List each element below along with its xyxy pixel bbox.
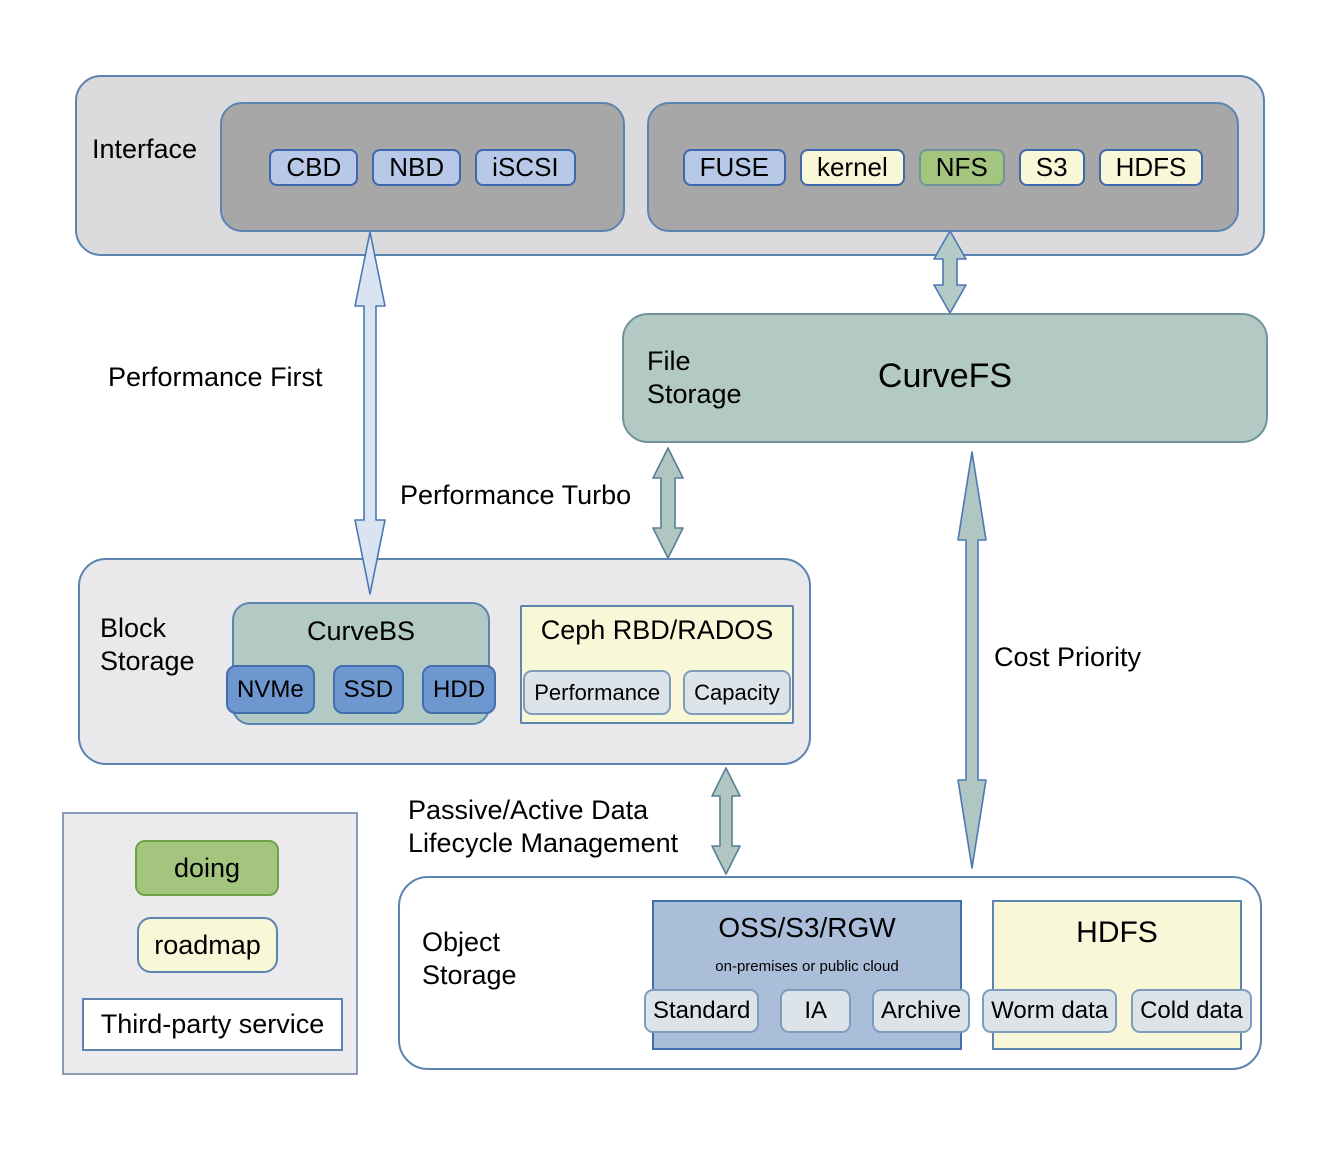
curvebs-box: CurveBS NVMe SSD HDD bbox=[225, 602, 497, 725]
chip-standard: Standard bbox=[643, 989, 760, 1033]
chip-nvme: NVMe bbox=[225, 665, 315, 714]
chip-cold-data: Cold data bbox=[1131, 989, 1252, 1033]
curvefs-title: CurveFS bbox=[877, 357, 1013, 395]
performance-first-label: Performance First bbox=[108, 362, 323, 392]
chip-performance: Performance bbox=[523, 670, 672, 715]
block-storage-label: Block Storage bbox=[100, 613, 195, 676]
object-storage-panel: Object Storage OSS/S3/RGW on-premises or… bbox=[398, 876, 1262, 1070]
curvebs-title: CurveBS bbox=[306, 616, 416, 646]
arrow-lifecycle bbox=[711, 767, 741, 875]
arrow-interface-curvefs bbox=[933, 230, 967, 314]
ceph-title: Ceph RBD/RADOS bbox=[540, 615, 774, 645]
legend-doing: doing bbox=[135, 840, 279, 896]
chip-ia: IA bbox=[780, 989, 852, 1033]
block-interface-group: CBD NBD iSCSI bbox=[220, 102, 625, 232]
chip-nbd: NBD bbox=[372, 148, 462, 186]
interface-label: Interface bbox=[92, 134, 198, 164]
chip-kernel: kernel bbox=[799, 148, 905, 186]
chip-hdfs-interface: HDFS bbox=[1098, 148, 1204, 186]
ceph-rbd-rados-box: Ceph RBD/RADOS Performance Capacity bbox=[520, 605, 794, 724]
legend-panel: doing roadmap Third-party service bbox=[62, 812, 358, 1075]
oss-subtitle: on-premises or public cloud bbox=[715, 958, 899, 975]
hdfs-box: HDFS Worm data Cold data bbox=[982, 900, 1252, 1050]
lifecycle-label: Passive/Active Data Lifecycle Management bbox=[408, 794, 678, 860]
block-storage-panel: Block Storage CurveBS NVMe SSD HDD Ceph … bbox=[78, 558, 811, 765]
chip-capacity: Capacity bbox=[683, 670, 791, 715]
file-storage-label: File Storage bbox=[647, 346, 742, 409]
chip-s3: S3 bbox=[1018, 148, 1085, 186]
chip-nfs: NFS bbox=[918, 148, 1005, 186]
interface-panel: Interface CBD NBD iSCSI FUSE kernel NFS … bbox=[75, 75, 1265, 256]
chip-archive: Archive bbox=[872, 989, 971, 1033]
legend-roadmap: roadmap bbox=[137, 917, 278, 973]
arrow-performance-first bbox=[354, 231, 386, 595]
arrow-cost-priority bbox=[957, 451, 987, 869]
chip-fuse: FUSE bbox=[682, 148, 786, 186]
hdfs-title: HDFS bbox=[1076, 916, 1158, 949]
oss-title: OSS/S3/RGW bbox=[718, 912, 896, 943]
legend-third-party: Third-party service bbox=[82, 998, 343, 1051]
arrow-performance-turbo bbox=[652, 447, 684, 559]
chip-iscsi: iSCSI bbox=[475, 148, 576, 186]
curvefs-box: File Storage CurveFS bbox=[622, 313, 1268, 443]
object-storage-label: Object Storage bbox=[422, 927, 517, 990]
chip-cbd: CBD bbox=[269, 148, 359, 186]
oss-s3-rgw-box: OSS/S3/RGW on-premises or public cloud S… bbox=[643, 900, 971, 1050]
lifecycle-label-line1: Passive/Active Data bbox=[408, 795, 649, 825]
performance-turbo-label: Performance Turbo bbox=[400, 480, 632, 510]
lifecycle-label-line2: Lifecycle Management bbox=[408, 828, 679, 858]
chip-ssd: SSD bbox=[332, 665, 405, 714]
chip-worm-data: Worm data bbox=[982, 989, 1118, 1033]
file-interface-group: FUSE kernel NFS S3 HDFS bbox=[647, 102, 1239, 232]
chip-hdd: HDD bbox=[422, 665, 497, 714]
cost-priority-label: Cost Priority bbox=[994, 642, 1142, 672]
